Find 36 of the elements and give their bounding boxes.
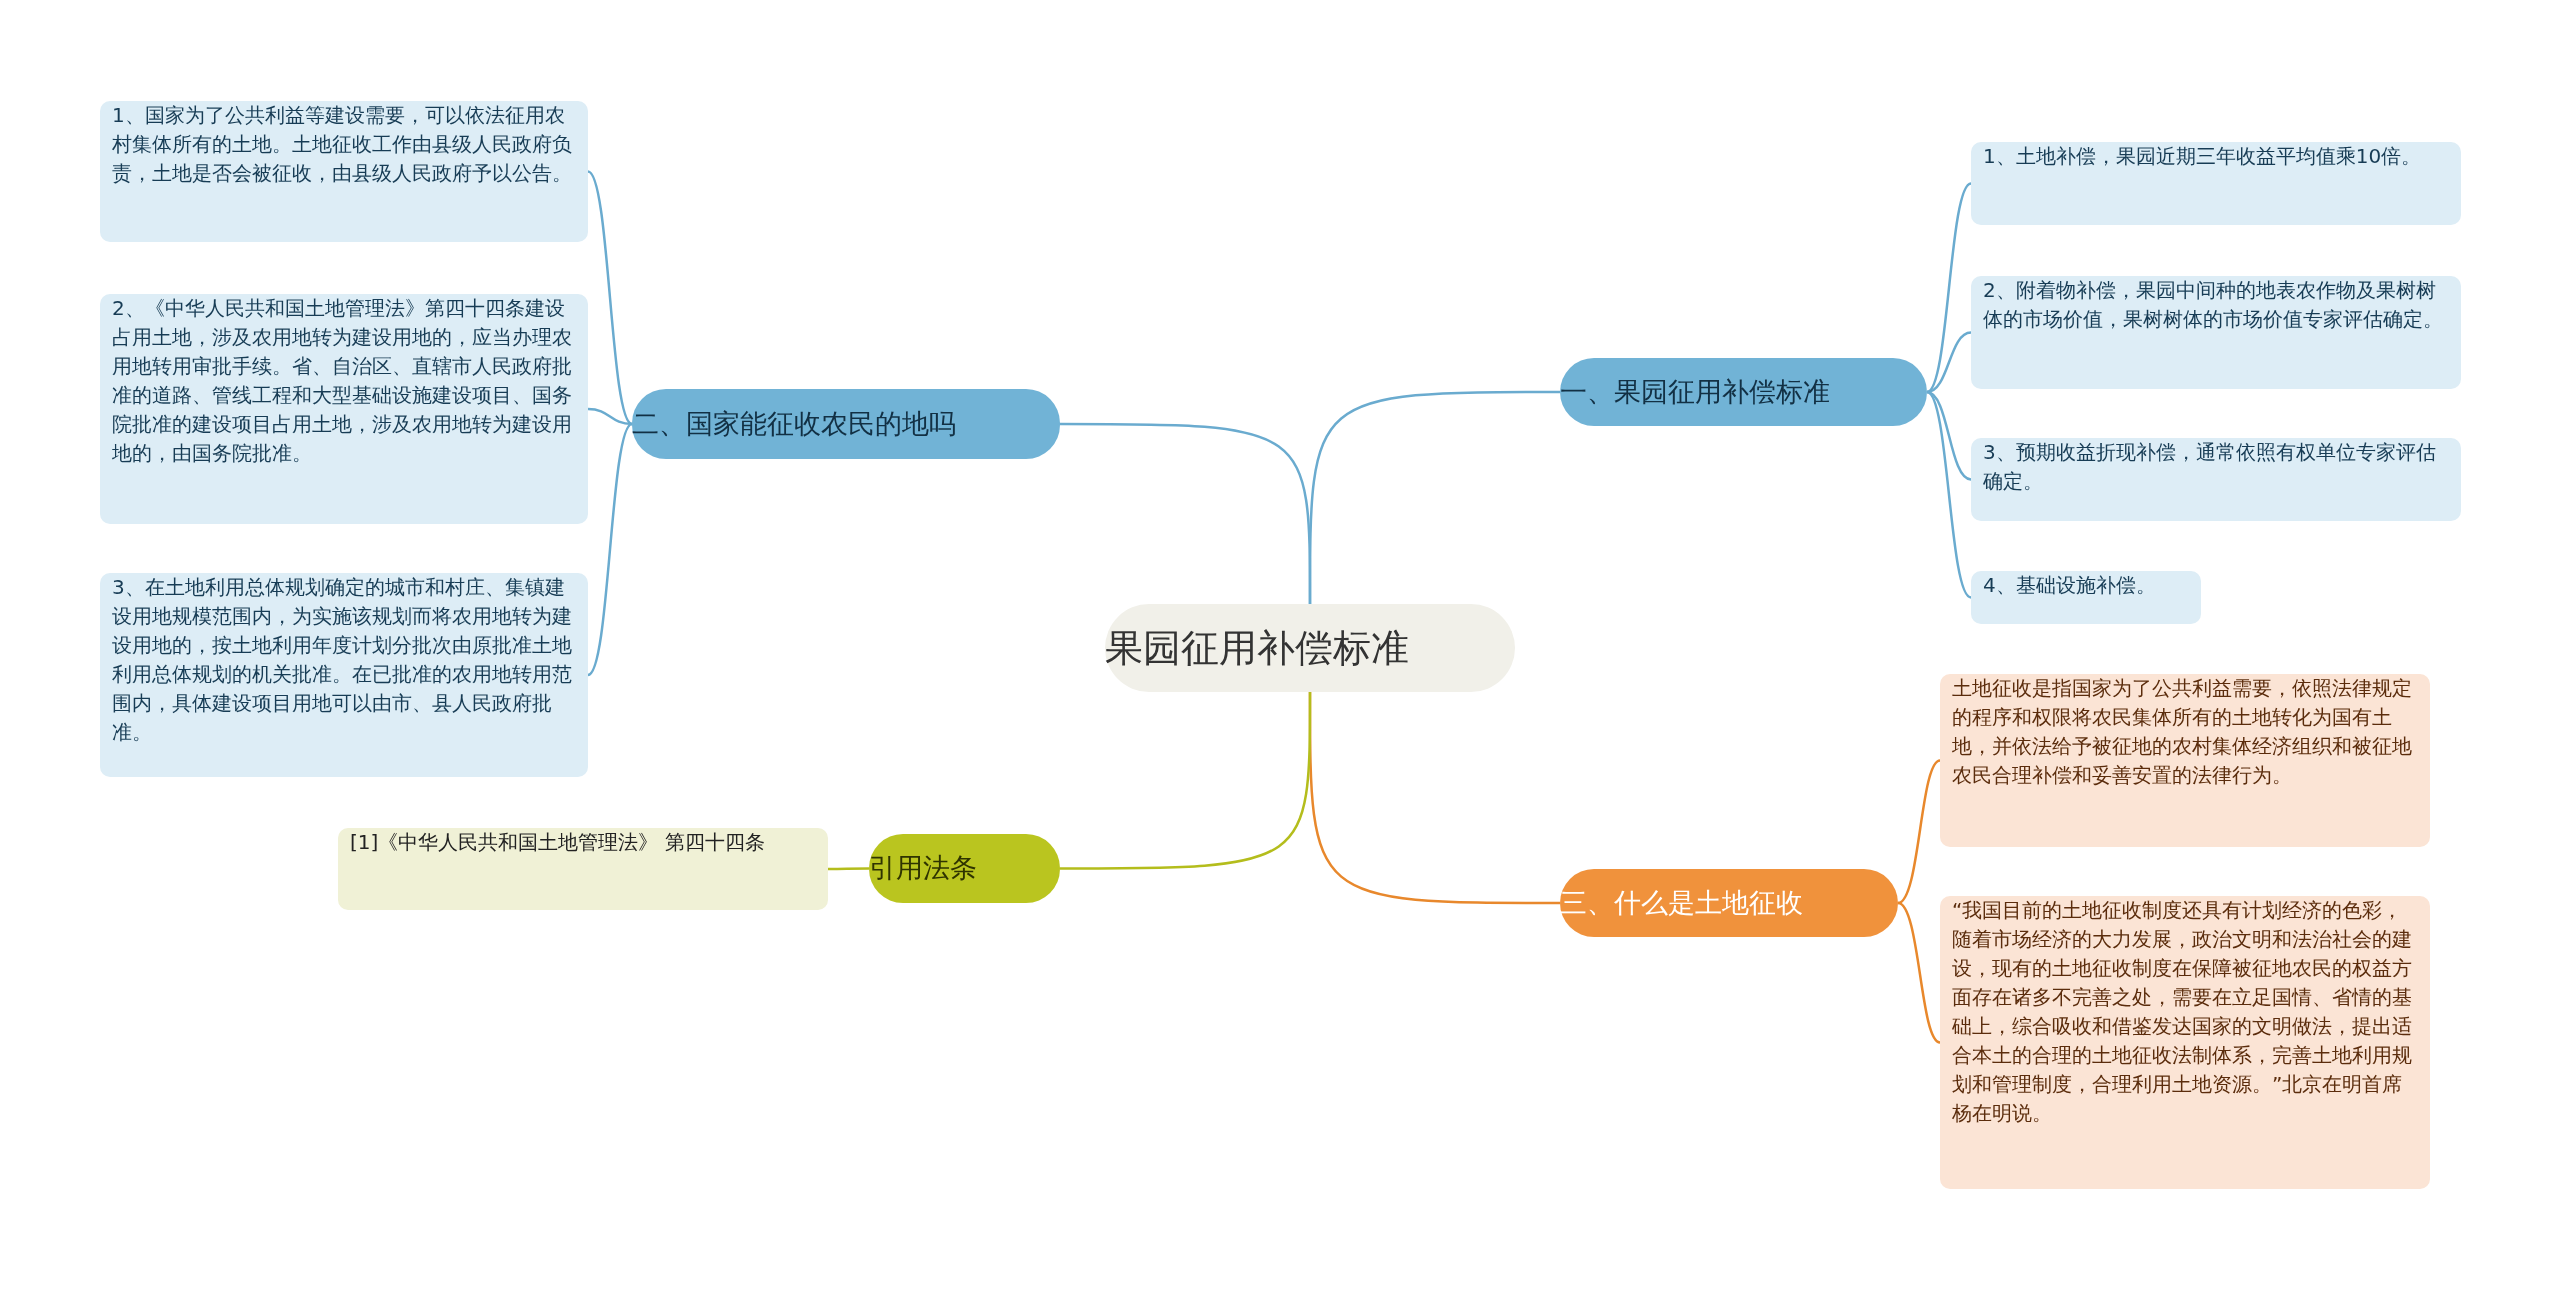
topic-text: 二、国家能征收农民的地吗 <box>632 406 957 441</box>
topic-text: 果园征用补偿标准 <box>1105 624 1410 672</box>
note-card <box>1940 896 2430 1189</box>
topic-text: 3、在土地利用总体规划确定的城市和村庄、集镇建设用地规模范围内，为实施该规划而将农用地转为建设用地的，按土地利用年度计划分批次由原批准土地利用总体规划的机关批准。在已批准的农用地转用范围内，具体建设项目用地可以由市、县人民政府批准。 <box>112 574 573 746</box>
note-card <box>100 573 588 777</box>
connector-line <box>1926 390 1972 481</box>
note-card <box>100 294 588 524</box>
topic-text: 2、附着物补偿，果园中间种的地表农作物及果树树体的市场价值，果树树体的市场价值专家评估确定。 <box>1983 277 2444 333</box>
note-card <box>1971 438 2461 521</box>
connector-line <box>828 867 869 871</box>
connector-line <box>1897 759 1941 905</box>
note-card <box>1971 142 2461 225</box>
topic-text: “我国目前的土地征收制度还具有计划经济的色彩，随着市场经济的大力发展，政治文明和法治社会的建设，现有的土地征收制度在保障被征地农民的权益方面存在诸多不完善之处，需要在立足国情、省情的基础上，综合吸收和借鉴发达国家的文明做法，提出适合本土的合理的土地征收法制体系，完善土地利用规划和管理制度，合理利用土地资源。”北京在明首席杨在明说。 <box>1952 897 2413 1127</box>
topic-text: [1]《中华人民共和国土地管理法》 第四十四条 <box>350 829 766 856</box>
connector-line <box>1897 901 1941 1044</box>
topic-text: 三、什么是土地征收 <box>1560 885 1804 920</box>
connector-line <box>587 423 633 676</box>
connector-line <box>1060 692 1312 870</box>
topic-text: 1、国家为了公共利益等建设需要，可以依法征用农村集体所有的土地。土地征收工作由县级人民政府负责，土地是否会被征收，由县级人民政府予以公告。 <box>112 102 573 187</box>
note-card <box>1971 276 2461 389</box>
connector-line <box>587 170 633 425</box>
note-card <box>338 828 828 910</box>
note-card <box>100 101 588 242</box>
topic-text: 2、《中华人民共和国土地管理法》第四十四条建设占用土地，涉及农用地转为建设用地的，应当办理农用地转用审批手续。省、自治区、直辖市人民政府批准的道路、管线工程和大型基础设施建设项目、国务院批准的建设项目占用土地，涉及农用地转为建设用地的，由国务院批准。 <box>112 295 573 467</box>
topic-text: 一、果园征用补偿标准 <box>1560 374 1831 409</box>
topic-text: 引用法条 <box>869 851 978 886</box>
topic-text: 土地征收是指国家为了公共利益需要，依照法律规定的程序和权限将农民集体所有的土地转化为国有土地，并依法给予被征地的农村集体经济组织和被征地农民合理补偿和妥善安置的法律行为。 <box>1952 675 2413 789</box>
connector-line <box>1926 331 1972 394</box>
note-card <box>1940 674 2430 847</box>
connector-line <box>1926 391 1972 599</box>
connector-line <box>1060 422 1312 604</box>
topic-text: 1、土地补偿，果园近期三年收益平均值乘10倍。 <box>1983 143 2423 170</box>
note-card <box>1971 571 2201 624</box>
topic-text: 4、基础设施补偿。 <box>1983 572 2157 599</box>
topic-text: 3、预期收益折现补偿，通常依照有权单位专家评估确定。 <box>1983 439 2437 495</box>
connector-line <box>1926 182 1972 393</box>
